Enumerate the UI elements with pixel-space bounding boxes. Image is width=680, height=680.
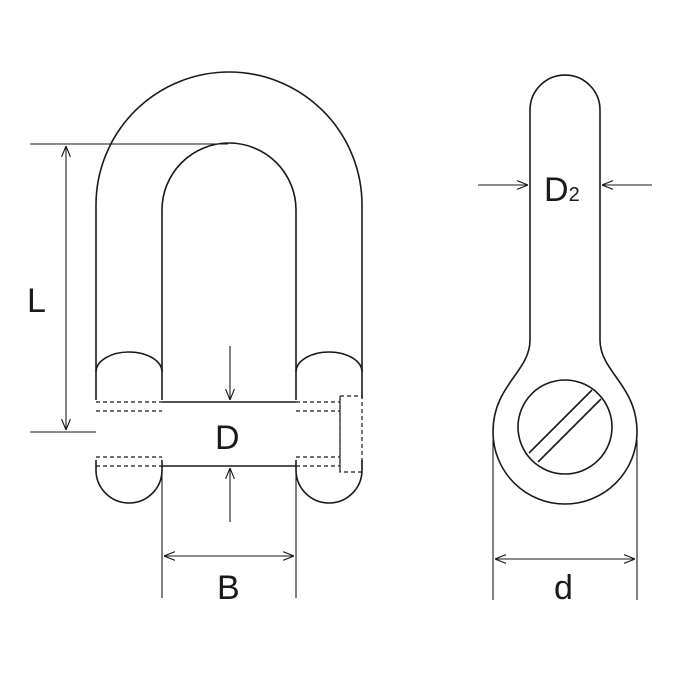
left-eye-bottom — [95, 460, 163, 504]
right-eye-shoulder — [295, 351, 363, 373]
label-B: B — [217, 569, 240, 607]
label-L: L — [27, 282, 46, 320]
shackle-front-view — [95, 71, 363, 504]
label-d: d — [554, 569, 573, 607]
bow-outer — [95, 71, 363, 400]
pin-slot-line-1 — [528, 389, 593, 454]
shackle-side-view — [492, 74, 638, 505]
left-eye-shoulder — [95, 351, 163, 373]
dimension-d — [492, 440, 638, 600]
bow-inner — [161, 142, 297, 400]
pin-hidden-lines — [96, 395, 363, 473]
label-D: D — [215, 419, 240, 457]
dimension-L — [30, 143, 228, 433]
label-D2: D2 — [544, 171, 580, 209]
pin-head-circle — [517, 379, 613, 475]
pin-slot-line-2 — [537, 398, 602, 463]
right-eye-bottom — [295, 460, 363, 504]
side-profile — [492, 74, 638, 505]
dimension-B — [161, 470, 297, 598]
